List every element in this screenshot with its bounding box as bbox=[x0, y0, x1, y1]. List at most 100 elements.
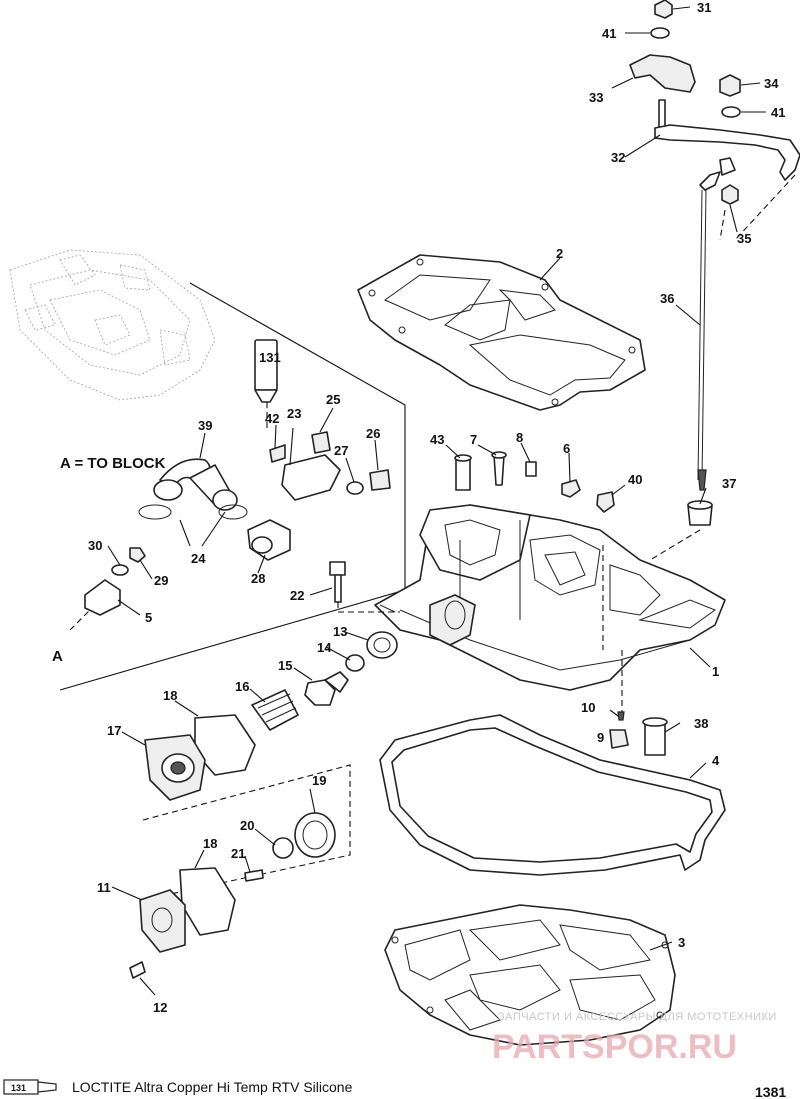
part-24-clamp-right bbox=[218, 504, 248, 520]
sealant-tube-131 bbox=[254, 339, 278, 391]
legend-symbol-number: 131 bbox=[11, 1083, 26, 1093]
part-10-fitting bbox=[617, 711, 625, 721]
callout-19: 19 bbox=[312, 773, 326, 788]
callout-7: 7 bbox=[470, 432, 477, 447]
callout-40: 40 bbox=[628, 472, 642, 487]
part-38-grommet bbox=[644, 721, 666, 756]
callout-42: 42 bbox=[265, 411, 279, 426]
callout-3: 3 bbox=[678, 935, 685, 950]
part-36-dipstick bbox=[697, 189, 707, 481]
small-fittings bbox=[329, 451, 668, 756]
part-40-plug bbox=[596, 491, 615, 513]
callout-38: 38 bbox=[694, 716, 708, 731]
legend-text: LOCTITE Altra Copper Hi Temp RTV Silicon… bbox=[72, 1079, 353, 1095]
callout-27: 27 bbox=[334, 443, 348, 458]
tube-label: 131 bbox=[259, 350, 281, 365]
callout-39: 39 bbox=[198, 418, 212, 433]
callout-leaders bbox=[107, 6, 766, 996]
part-18-gasket-lower bbox=[179, 867, 236, 936]
part-8-plug bbox=[525, 461, 537, 477]
callout-15: 15 bbox=[278, 658, 292, 673]
part-7-pin bbox=[493, 454, 505, 486]
watermark-line1: ЗАПЧАСТИ И АКСЕССУАРЫ ДЛЯ МОТОТЕХНИКИ bbox=[498, 1011, 777, 1023]
part-22-bolt bbox=[329, 561, 346, 576]
callout-21: 21 bbox=[231, 846, 245, 861]
part-41-washer-right bbox=[721, 106, 741, 118]
part-20-disk bbox=[272, 837, 294, 859]
callout-8: 8 bbox=[516, 430, 523, 445]
part-4-seal bbox=[379, 714, 726, 876]
callout-18-upper: 18 bbox=[163, 688, 177, 703]
part-1-adapter-plate bbox=[374, 504, 726, 691]
part-30-washer bbox=[111, 564, 129, 576]
callout-41b: 41 bbox=[771, 105, 785, 120]
callout-labels: 31 41 33 34 41 32 35 36 37 2 1 3 4 43 7 … bbox=[88, 0, 785, 1015]
callout-12: 12 bbox=[153, 1000, 167, 1015]
dipstick-assembly bbox=[629, 0, 800, 526]
callout-32: 32 bbox=[611, 150, 625, 165]
callout-31: 31 bbox=[697, 0, 711, 15]
part-42-hose bbox=[269, 444, 286, 463]
part-29-fitting bbox=[129, 547, 146, 563]
part-9-nut bbox=[609, 729, 629, 749]
callout-28: 28 bbox=[251, 571, 265, 586]
part-14-gasket bbox=[345, 654, 365, 672]
part-41-washer-top bbox=[650, 27, 670, 39]
part-6-plug bbox=[561, 479, 581, 498]
part-35-nut bbox=[721, 184, 739, 205]
callout-34: 34 bbox=[764, 76, 779, 91]
callout-26: 26 bbox=[366, 426, 380, 441]
part-27-oring bbox=[346, 481, 364, 495]
callout-20: 20 bbox=[240, 818, 254, 833]
callout-5: 5 bbox=[145, 610, 152, 625]
callout-6: 6 bbox=[563, 441, 570, 456]
callout-22: 22 bbox=[290, 588, 304, 603]
callout-33: 33 bbox=[589, 90, 603, 105]
callout-11: 11 bbox=[97, 880, 111, 895]
callout-41a: 41 bbox=[602, 26, 616, 41]
part-5-fitting bbox=[84, 579, 121, 616]
callout-13: 13 bbox=[333, 624, 347, 639]
engine-block-reference bbox=[9, 249, 216, 401]
part-11-cover bbox=[139, 889, 186, 953]
callout-37: 37 bbox=[722, 476, 736, 491]
callout-2: 2 bbox=[556, 246, 563, 261]
part-33-clip bbox=[629, 54, 696, 93]
inset-boundary bbox=[59, 282, 406, 691]
part-43-fitting bbox=[455, 457, 471, 491]
annotation-to-block: A = TO BLOCK bbox=[60, 455, 166, 472]
part-26-plug bbox=[369, 469, 391, 491]
callout-35: 35 bbox=[737, 231, 751, 246]
thermostat-group bbox=[144, 631, 398, 801]
annotation-point-a: A bbox=[52, 648, 63, 665]
part-24-clamp-left bbox=[138, 504, 172, 520]
part-3-lower-gasket bbox=[384, 904, 676, 1046]
watermark-line2: PARTSPOR.RU bbox=[492, 1028, 737, 1066]
callout-9: 9 bbox=[597, 730, 604, 745]
callout-17: 17 bbox=[107, 723, 121, 738]
part-25-clip bbox=[311, 431, 331, 454]
callout-1: 1 bbox=[712, 664, 719, 679]
part-34-nut bbox=[719, 74, 741, 97]
part-31-nut bbox=[654, 0, 673, 19]
part-12-bolt bbox=[129, 961, 146, 979]
part-23-fitting bbox=[281, 454, 341, 501]
callout-10: 10 bbox=[581, 700, 595, 715]
callout-14: 14 bbox=[317, 640, 332, 655]
part-32-bracket bbox=[654, 124, 800, 181]
part-21-screw bbox=[244, 869, 264, 882]
callout-29: 29 bbox=[154, 573, 168, 588]
callout-23: 23 bbox=[287, 406, 301, 421]
callout-36: 36 bbox=[660, 291, 674, 306]
part-13-seal bbox=[366, 631, 398, 659]
part-2-upper-gasket bbox=[357, 254, 646, 411]
part-19-diaphragm bbox=[294, 812, 336, 858]
callout-30: 30 bbox=[88, 538, 102, 553]
callout-16: 16 bbox=[235, 679, 249, 694]
callout-43: 43 bbox=[430, 432, 444, 447]
callout-4: 4 bbox=[712, 753, 720, 768]
callout-18-lower: 18 bbox=[203, 836, 217, 851]
sealant-legend: 131 LOCTITE Altra Copper Hi Temp RTV Sil… bbox=[3, 1079, 353, 1095]
